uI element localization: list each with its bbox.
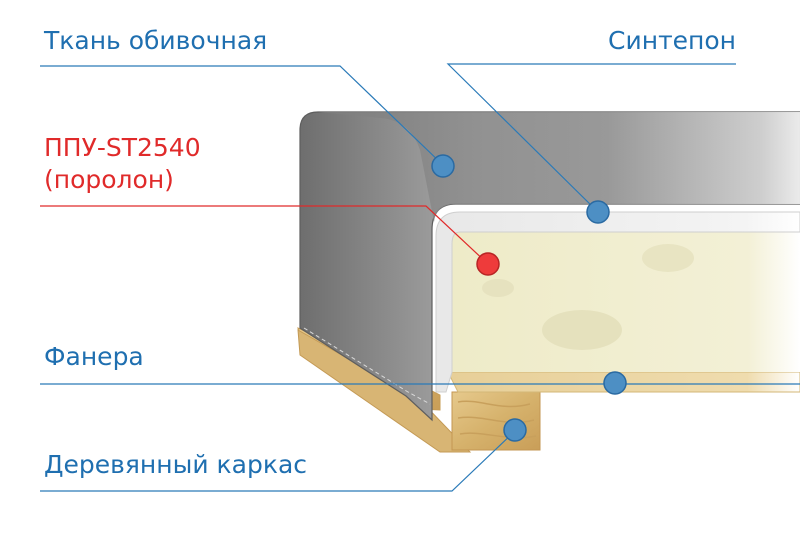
wooden-frame-block xyxy=(451,391,541,451)
leader-frame xyxy=(40,429,517,492)
foam-block xyxy=(452,232,800,372)
label-sintepon: Синтепон xyxy=(608,26,736,55)
label-plywood: Фанера xyxy=(44,342,144,371)
label-upholstery-fabric: Ткань обивочная xyxy=(44,26,268,55)
leader-ppu xyxy=(40,205,489,265)
marker-sintepon xyxy=(586,200,610,224)
label-ppu-foam-subtitle: (поролон) xyxy=(44,165,174,194)
marker-plywood xyxy=(603,371,627,395)
sintepon-layer xyxy=(435,211,800,393)
marker-frame xyxy=(503,418,527,442)
markers xyxy=(431,154,627,442)
leader-sintepon xyxy=(446,63,736,213)
label-ppu-foam: ППУ-ST2540 xyxy=(44,133,201,162)
marker-ppu xyxy=(476,252,500,276)
marker-fabric xyxy=(431,154,455,178)
leader-lines xyxy=(40,63,800,492)
label-wooden-frame: Деревянный каркас xyxy=(44,450,308,479)
leader-fabric xyxy=(40,65,445,167)
upholstery-fabric xyxy=(299,111,800,422)
